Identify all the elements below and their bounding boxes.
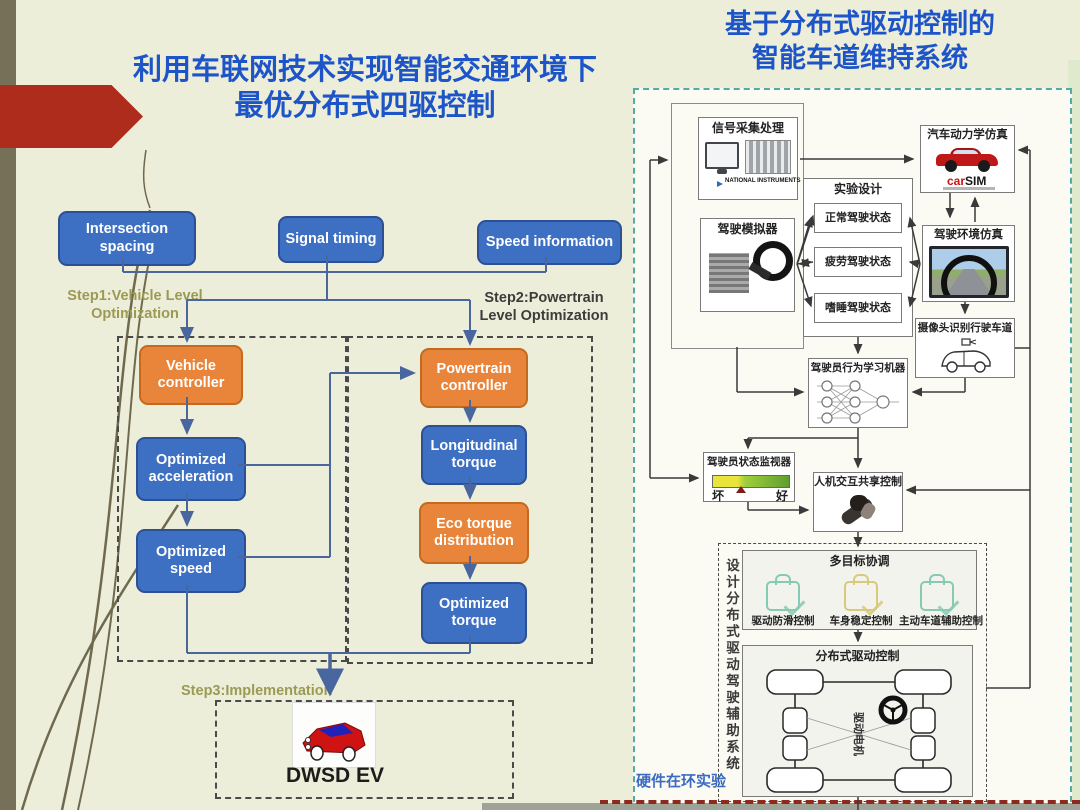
dwsd-ev-car-image	[292, 702, 376, 768]
hmi-shared-control-label: 人机交互共享控制	[814, 476, 902, 488]
input-box-signal-timing: Signal timing	[278, 216, 384, 263]
camera-lane-label: 摄像头识别行驶车道	[917, 322, 1013, 334]
driving-simulator-box: 驾驶模拟器	[700, 218, 795, 312]
step2-label: Step2:Powertrain Level Optimization	[479, 290, 609, 325]
behavior-learning-label: 驾驶员行为学习机器	[810, 362, 906, 374]
behavior-learning-box: 驾驶员行为学习机器	[808, 358, 908, 428]
right-title-line1: 基于分布式驱动控制的	[725, 9, 995, 39]
experiment-design-box: 实验设计 正常驾驶状态 疲劳驾驶状态 嗜睡驾驶状态	[803, 178, 913, 337]
state-normal-box: 正常驾驶状态	[814, 203, 902, 233]
camera-car-sketch	[941, 338, 991, 373]
road-steering-wheel-icon	[941, 255, 997, 295]
state-good-label: 好	[775, 489, 788, 503]
dwsd-ev-label: DWSD EV	[285, 764, 384, 787]
vehicle-dynamics-label: 汽车动力学仿真	[927, 129, 1008, 141]
multi-objective-box: 多目标协调 驱动防滑控制 车身稳定控制 主动车道辅助控制	[742, 550, 983, 630]
road-scene-monitor	[929, 246, 1009, 298]
coord-item-antislip: 驱动防滑控制	[745, 573, 821, 628]
car-wheel-rear	[978, 160, 990, 172]
bag-check-icon	[844, 581, 884, 616]
right-title-line2: 智能车道维持系统	[752, 42, 968, 73]
vehicle-controller-box: Vehicle controller	[139, 345, 243, 405]
driver-state-monitor-box: 驾驶员状态监视器 坏 好	[703, 452, 795, 503]
left-title-line2: 最优分布式四驱控制	[234, 90, 496, 123]
step3-label: Step3:Implementation	[181, 683, 333, 699]
left-title-line1: 利用车联网技术实现智能交通环境下	[132, 54, 597, 86]
left-title: 利用车联网技术实现智能交通环境下 最优分布式四驱控制	[100, 52, 630, 125]
camera-lane-box: 摄像头识别行驶车道	[915, 318, 1015, 378]
distributed-drive-label: 分布式驱动控制	[815, 649, 900, 663]
monitor-screen	[707, 144, 737, 167]
state-drowsy-box: 嗜睡驾驶状态	[814, 293, 902, 323]
carsim-subtext-bar	[943, 187, 995, 190]
vehicle-dynamics-box: 汽车动力学仿真 carSIM	[920, 125, 1015, 193]
state-marker-triangle	[736, 486, 746, 493]
coord-item-lane-assist: 主动车道辅助控制	[899, 573, 983, 628]
optimized-acceleration-box: Optimized acceleration	[136, 437, 246, 501]
input-box-intersection-spacing: Intersection spacing	[58, 211, 196, 266]
signal-acquisition-box: 信号采集处理 NATIONAL INSTRUMENTS	[698, 117, 801, 200]
step3-dashed-region	[215, 700, 514, 799]
optimized-speed-box: Optimized speed	[136, 529, 246, 593]
monitor-stand	[717, 169, 727, 174]
neural-network-icon	[817, 380, 899, 424]
step1-label: Step1:Vehicle Level Optimization	[67, 288, 203, 323]
step1-dashed-region	[117, 336, 347, 662]
car-window	[953, 150, 979, 157]
driver-state-monitor-label: 驾驶员状态监视器	[707, 456, 791, 468]
steering-wheel-icon	[753, 241, 793, 281]
carsim-logo-car: car	[947, 174, 966, 188]
red-car-drawing	[302, 722, 366, 762]
input-box-speed-information: Speed information	[477, 220, 622, 265]
coord-item-antislip-label: 驱动防滑控制	[751, 615, 815, 627]
red-sedan-icon	[936, 144, 998, 172]
distributed-drive-box: 分布式驱动控制	[742, 645, 973, 797]
road-scene-screen	[932, 249, 1006, 295]
bottom-gray-bar	[482, 803, 1080, 810]
clasped-hands-image	[836, 491, 882, 529]
car-wheel-front	[945, 160, 957, 172]
motor-rotated-label: 驱动电机	[852, 712, 866, 756]
driving-environment-box: 驾驶环境仿真	[922, 225, 1015, 302]
daq-chassis-icon	[745, 140, 791, 174]
bottom-red-dashed-line	[600, 800, 1080, 804]
signal-acquisition-label: 信号采集处理	[711, 121, 784, 135]
design-system-vertical-label: 设计分布式驱动驾驶辅助系统	[724, 558, 739, 773]
coord-item-lane-assist-label: 主动车道辅助控制	[899, 615, 983, 627]
ni-logo-text: NATIONAL INSTRUMENTS	[725, 178, 801, 184]
coord-item-stability-label: 车身稳定控制	[829, 615, 893, 627]
carsim-logo-sim: SIM	[965, 174, 987, 188]
ni-eagle-icon	[717, 181, 723, 187]
left-edge-bar	[0, 0, 16, 810]
chassis-diagram: 驱动电机	[766, 669, 952, 793]
simulator-frame-icon	[709, 253, 749, 293]
red-arrow-banner	[0, 85, 143, 148]
optimized-torque-box: Optimized torque	[421, 582, 527, 644]
monitor-icon	[705, 142, 739, 169]
bag-check-icon	[920, 581, 960, 616]
state-gradient-bar	[712, 475, 790, 488]
experiment-design-label: 实验设计	[833, 182, 882, 196]
driving-simulator-label: 驾驶模拟器	[717, 222, 778, 236]
state-bad-label: 坏	[712, 489, 725, 503]
hmi-shared-control-box: 人机交互共享控制	[813, 472, 903, 532]
powertrain-controller-box: Powertrain controller	[420, 348, 528, 408]
hardware-in-loop-label: 硬件在环实验	[636, 773, 727, 790]
multi-objective-label: 多目标协调	[829, 554, 890, 568]
longitudinal-torque-box: Longitudinal torque	[421, 425, 527, 485]
right-title: 基于分布式驱动控制的 智能车道维持系统	[655, 8, 1065, 76]
driving-environment-label: 驾驶环境仿真	[934, 229, 1003, 241]
state-fatigue-box: 疲劳驾驶状态	[814, 247, 902, 277]
bag-check-icon	[766, 581, 806, 616]
coord-item-stability: 车身稳定控制	[823, 573, 899, 628]
eco-torque-distribution-box: Eco torque distribution	[419, 502, 529, 564]
carsim-logo: carSIM	[947, 174, 986, 188]
